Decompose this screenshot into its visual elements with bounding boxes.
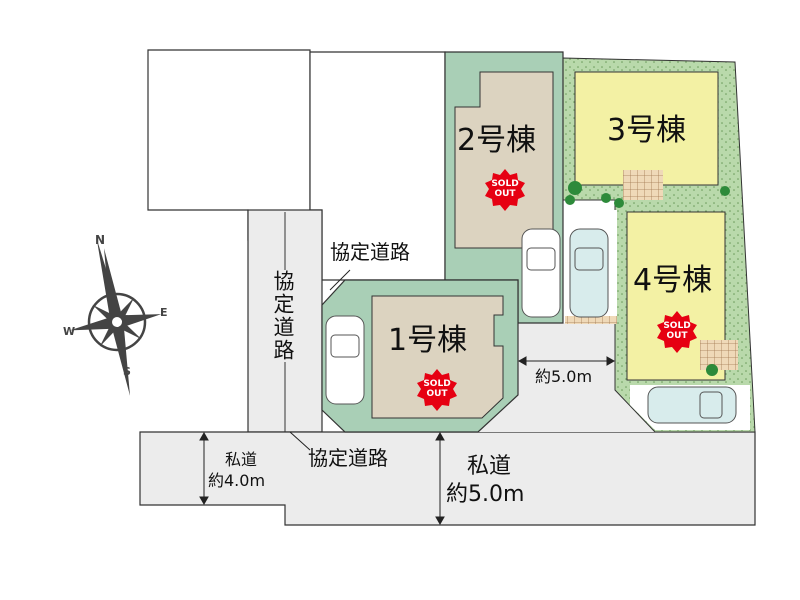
sold-text: SOLD [663,321,691,331]
out-text: OUT [666,331,688,341]
building-2-label: 2号棟 [457,123,537,158]
private-road-right-width: 約5.0m [446,482,525,507]
agreement-road-vertical-label: 協定道路 [271,270,295,362]
car-icon [647,386,737,424]
sold-text: SOLD [491,179,519,189]
building-4-label: 4号棟 [633,263,713,298]
compass-s-label: S [123,365,131,378]
terrace-4 [700,340,738,370]
car-icon [325,315,365,405]
car-icon [569,228,609,318]
agreement-road-top-label: 協定道路 [330,240,410,264]
terrace-3 [623,170,663,200]
compass-e-label: E [160,306,168,319]
compass-n-label: N [95,233,106,247]
compass-w-label: W [63,325,76,338]
private-road-left-name: 私道 [225,450,258,469]
driveway [478,323,655,432]
building-2 [454,71,554,249]
sold-text: SOLD [423,379,451,389]
private-road-left-width: 約4.0m [208,471,266,490]
car-icon [521,228,561,318]
starburst-icon [417,369,457,411]
out-text: OUT [494,189,516,199]
building-3-label: 3号棟 [607,113,687,148]
compass-icon [69,238,162,396]
out-text: OUT [426,389,448,399]
starburst-icon [485,169,525,211]
starburst-icon [657,311,697,353]
building-3 [574,71,719,186]
dimension-arrows [199,269,616,526]
driveway-width-label: 約5.0m [535,367,593,386]
private-road-right-name: 私道 [467,454,512,479]
tree-icons [565,181,730,376]
agreement-road-bottom-label: 協定道路 [308,446,388,470]
building-1 [371,295,504,419]
building-1-label: 1号棟 [388,323,468,358]
